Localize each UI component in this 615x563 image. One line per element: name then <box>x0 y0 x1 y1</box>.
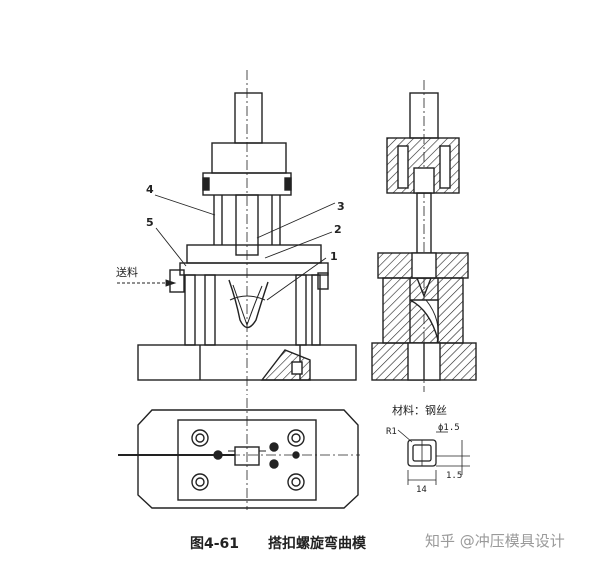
feed-label: 送料 <box>116 265 138 279</box>
radius-label: R1 <box>386 427 397 437</box>
guide-bushings <box>191 429 305 491</box>
watermark: 知乎 @冲压模具设计 <box>425 532 565 550</box>
callout-3: 3 <box>337 200 345 213</box>
front-leaders <box>117 194 336 301</box>
callout-4: 4 <box>146 183 154 196</box>
diameter-label: ϕ1.5 <box>438 423 460 433</box>
lower-die-base <box>137 344 357 381</box>
callout-2: 2 <box>334 223 342 236</box>
figure-title: 搭扣螺旋弯曲模 <box>268 535 367 552</box>
punch <box>235 194 259 256</box>
upper-die-holder <box>211 142 287 174</box>
shank <box>234 92 263 144</box>
side-section-view <box>371 80 477 392</box>
dimension-right: 1.5 <box>446 471 462 481</box>
callout-5: 5 <box>146 216 154 229</box>
callout-1: 1 <box>330 250 338 263</box>
plan-base <box>137 409 359 509</box>
part-detail <box>397 429 470 485</box>
front-view <box>137 70 357 395</box>
dimension-bottom: 14 <box>416 485 427 495</box>
figure-number: 图4-61 <box>190 536 239 552</box>
material-note: 材料：钢丝 <box>392 403 447 417</box>
stripper-plate <box>186 244 322 264</box>
plan-view <box>118 398 360 510</box>
